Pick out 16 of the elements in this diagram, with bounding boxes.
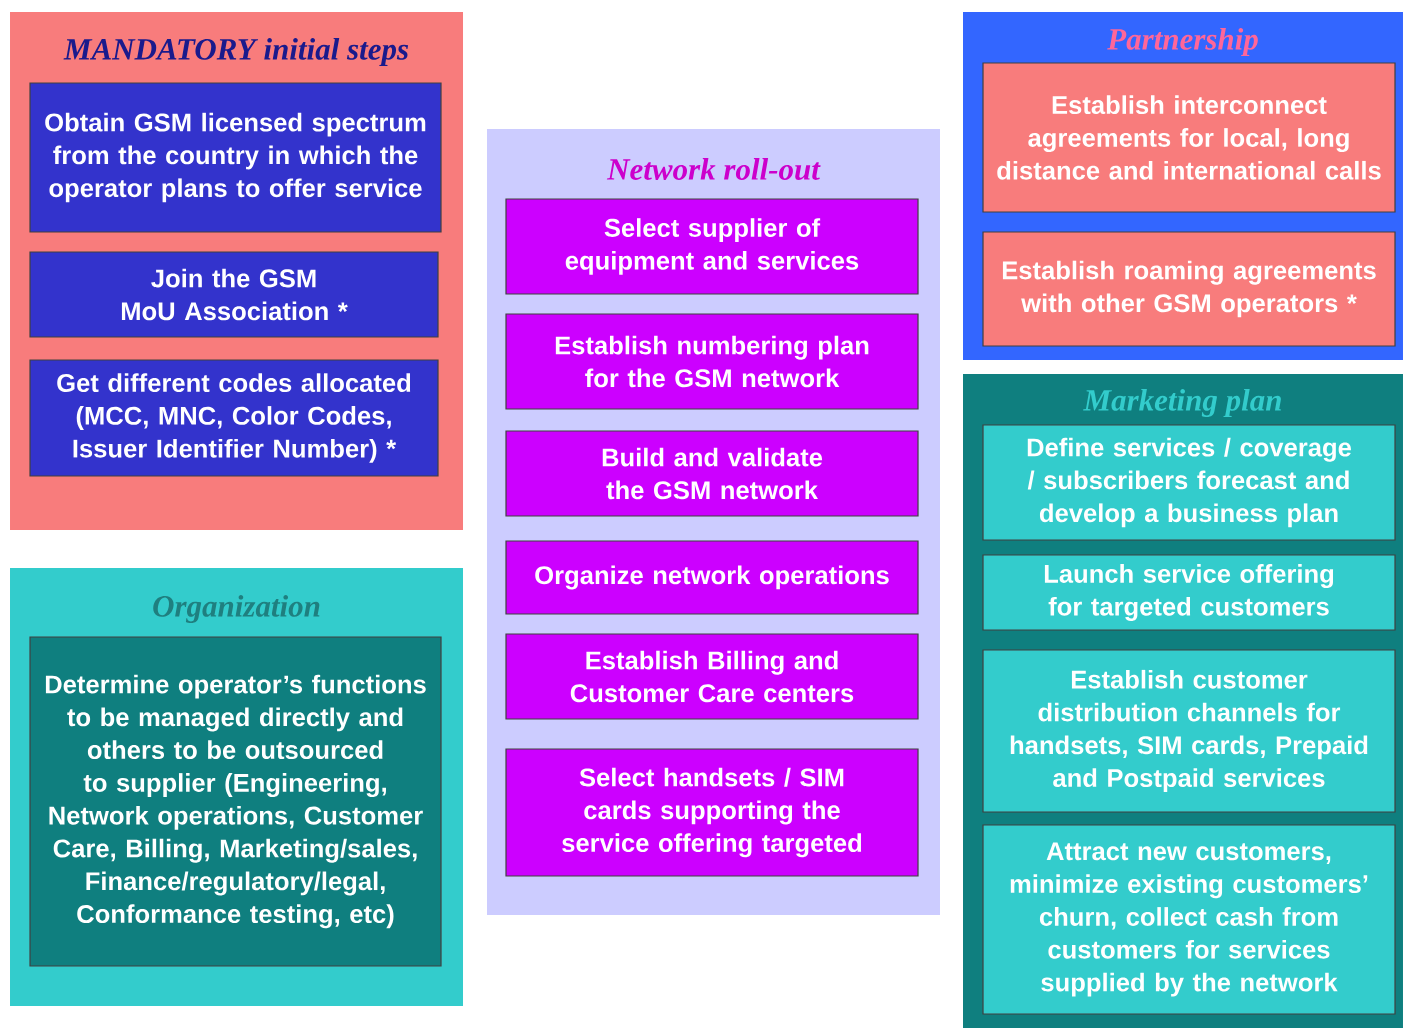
step-box: Establish numbering plan for the GSM network <box>505 313 919 410</box>
step-box: Get different codes allocated (MCC, MNC, Color Codes, Issuer Identifier Number) * <box>29 359 439 477</box>
step-box: Organize network operations <box>505 540 919 615</box>
step-box: Build and validate the GSM network <box>505 430 919 517</box>
step-box: Obtain GSM licensed spectrum from the country in which the operator plans to offer service <box>29 82 442 233</box>
step-box: Select supplier of equipment and services <box>505 198 919 295</box>
step-box: Join the GSM MoU Association * <box>29 251 439 338</box>
step-box: Determine operator’s functions to be managed directly and others to be outsourced to supplier (Engineering, Network operations, Customer Care, Billing, Marketing/sales, Finance/regulatory/legal, Conformance testing, etc) <box>29 636 442 967</box>
step-box: Establish roaming agreements with other GSM operators * <box>982 231 1396 347</box>
step-box: Launch service offering for targeted customers <box>982 554 1396 631</box>
step-box: Establish customer distribution channels for handsets, SIM cards, Prepaid and Postpaid services <box>982 649 1396 813</box>
step-box: Establish interconnect agreements for local, long distance and international calls <box>982 62 1396 213</box>
step-box: Define services / coverage / subscribers forecast and develop a business plan <box>982 424 1396 541</box>
step-box: Establish Billing and Customer Care centers <box>505 633 919 720</box>
step-box: Attract new customers, minimize existing customers’ churn, collect cash from customers for services supplied by the network <box>982 824 1396 1015</box>
step-box: Select handsets / SIM cards supporting the service offering targeted <box>505 748 919 877</box>
